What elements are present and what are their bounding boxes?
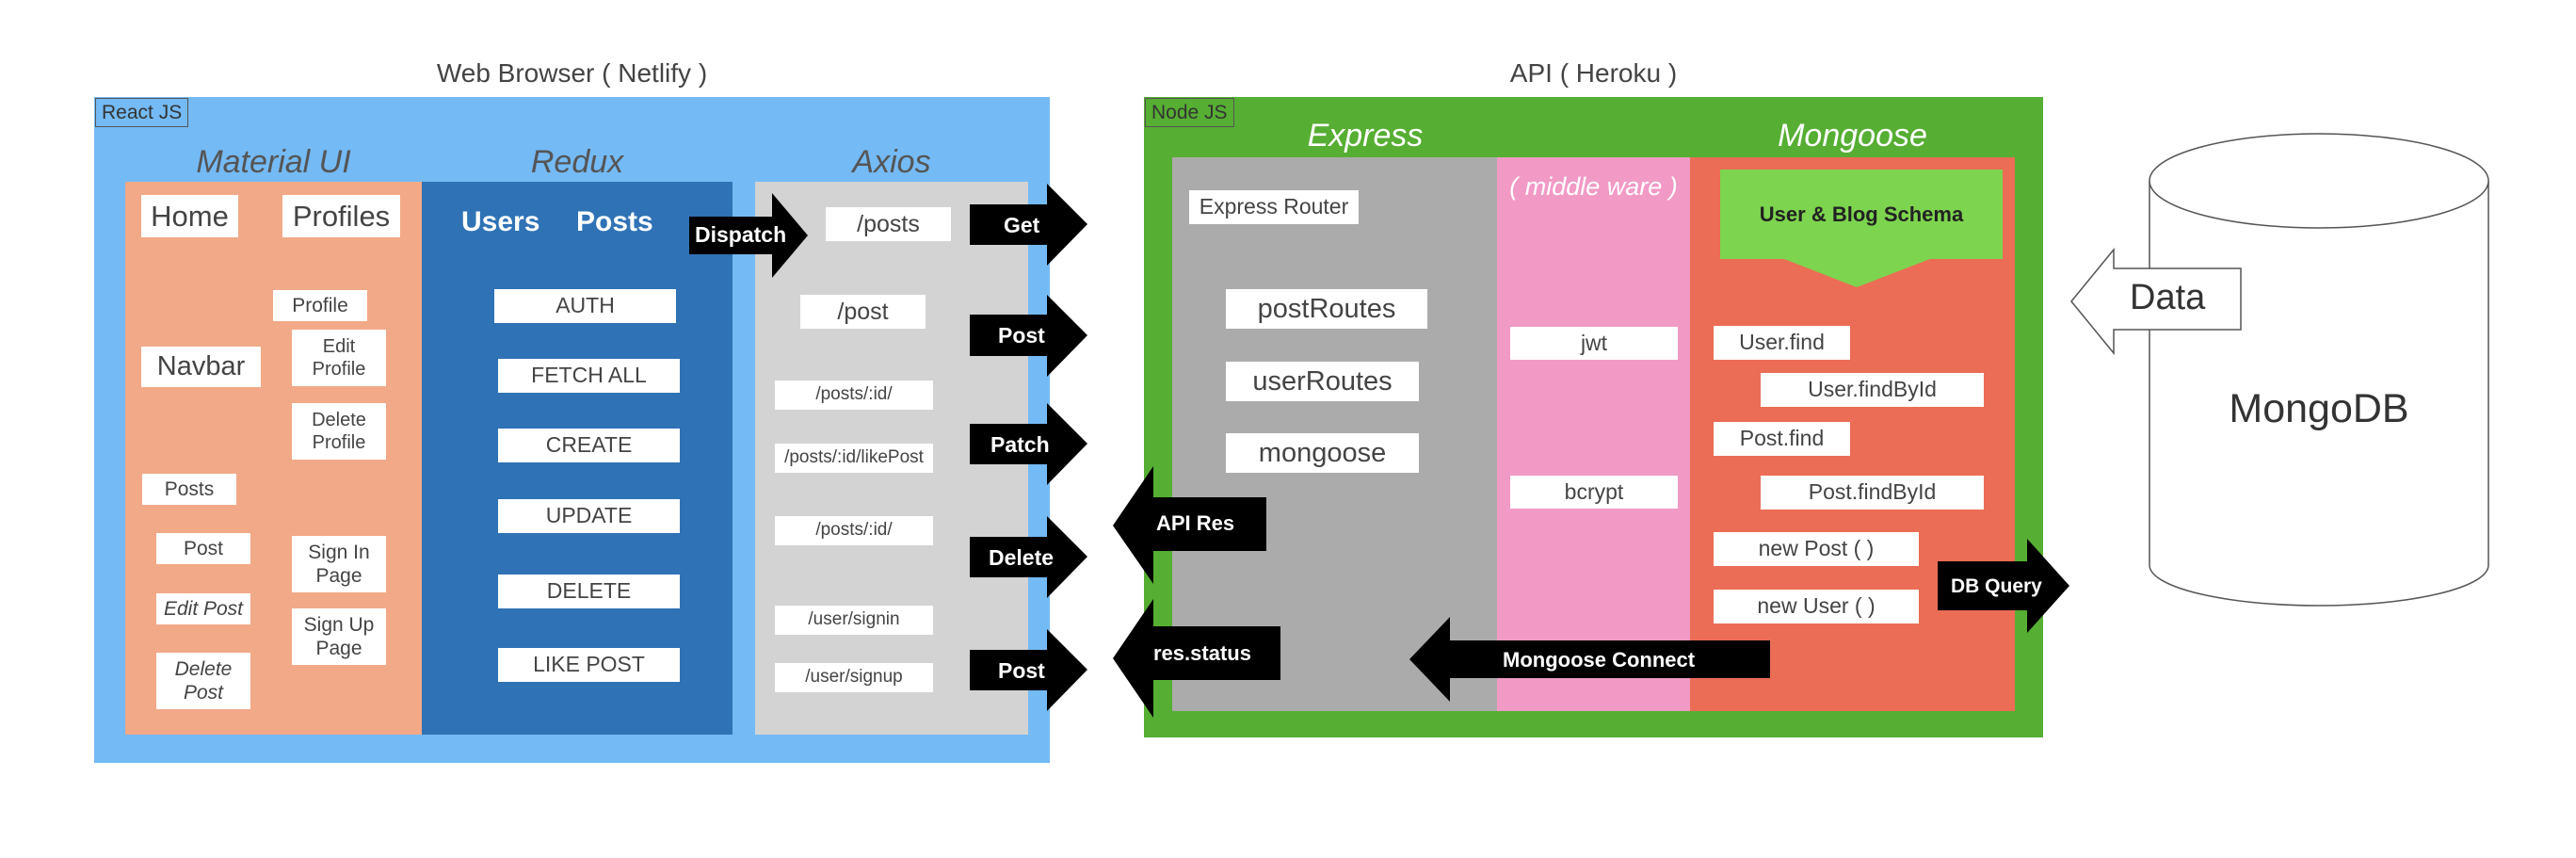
sign-up-page-box: Sign Up Page	[292, 608, 386, 665]
get-label: Get	[1004, 213, 1040, 237]
patch-arrow-icon	[970, 403, 1087, 485]
post-box: Post	[156, 533, 250, 564]
axios-route-posts-id-delete: /posts/:id/	[775, 516, 933, 545]
mongoose-connect-arrow-icon	[1409, 617, 1770, 702]
redux-action-create: CREATE	[498, 429, 680, 462]
post-label: Post	[998, 323, 1045, 348]
delete-post-box: Delete Post	[156, 653, 250, 709]
profile-box: Profile	[273, 290, 367, 321]
new-user-box: new User ( )	[1714, 590, 1919, 623]
user-routes-box: userRoutes	[1226, 362, 1419, 401]
redux-posts-label: Posts	[576, 206, 653, 237]
redux-action-update: UPDATE	[498, 499, 680, 533]
axios-route-signup: /user/signup	[775, 663, 933, 692]
edit-profile-box: Edit Profile	[292, 330, 386, 386]
post-routes-box: postRoutes	[1226, 289, 1427, 329]
redux-action-fetch-all: FETCH ALL	[498, 359, 680, 393]
navbar-box: Navbar	[141, 347, 261, 387]
react-js-tag: React JS	[95, 98, 189, 127]
schema-box: User & Blog Schema	[1720, 170, 2003, 259]
data-label: Data	[2130, 278, 2206, 317]
posts-box: Posts	[142, 474, 236, 505]
patch-label: Patch	[990, 432, 1050, 457]
api-res-label: API Res	[1156, 511, 1235, 535]
sign-in-page-box: Sign In Page	[292, 536, 386, 592]
material-ui-heading: Material UI	[196, 144, 351, 180]
redux-users-label: Users	[461, 206, 540, 237]
home-box: Home	[141, 195, 238, 237]
mongoose-route-box: mongoose	[1226, 433, 1419, 473]
axios-heading: Axios	[852, 144, 931, 180]
jwt-box: jwt	[1510, 327, 1678, 360]
api-res-arrow-icon	[1113, 466, 1266, 584]
express-router-box: Express Router	[1189, 190, 1359, 224]
mongodb-label: MongoDB	[2229, 386, 2409, 431]
axios-route-like-post: /posts/:id/likePost	[775, 444, 933, 473]
axios-route-posts: /posts	[826, 207, 951, 241]
edit-post-box: Edit Post	[156, 593, 250, 624]
redux-action-delete: DELETE	[498, 575, 680, 608]
delete-label: Delete	[989, 545, 1055, 570]
axios-route-signin: /user/signin	[775, 606, 933, 635]
get-arrow-icon	[970, 184, 1087, 266]
mongoose-connect-label: Mongoose Connect	[1503, 648, 1696, 672]
middleware-heading: ( middle ware )	[1509, 172, 1678, 201]
post-find-by-id-box: Post.findById	[1761, 476, 1984, 510]
redux-action-like-post: LIKE POST	[498, 648, 680, 682]
post2-label: Post	[998, 658, 1045, 683]
redux-heading: Redux	[530, 144, 624, 180]
axios-route-post: /post	[800, 295, 926, 329]
middleware-column	[1497, 157, 1690, 711]
node-js-tag: Node JS	[1145, 98, 1234, 127]
dispatch-arrow-icon	[689, 193, 808, 278]
axios-route-posts-id-patch: /posts/:id/	[775, 380, 933, 410]
post2-arrow-icon	[970, 629, 1087, 711]
post-arrow-icon	[970, 295, 1087, 377]
bcrypt-box: bcrypt	[1510, 476, 1678, 509]
delete-arrow-icon	[970, 516, 1087, 598]
res-status-arrow-icon	[1113, 599, 1280, 718]
express-heading: Express	[1307, 118, 1424, 154]
web-browser-title: Web Browser ( Netlify )	[436, 58, 708, 88]
profiles-box: Profiles	[282, 195, 400, 237]
res-status-label: res.status	[1153, 641, 1251, 665]
db-query-arrow-icon	[1938, 539, 2069, 633]
mongoose-heading: Mongoose	[1778, 118, 1927, 154]
delete-profile-box: Delete Profile	[292, 403, 386, 460]
data-arrow-icon	[2070, 247, 2242, 356]
post-find-box: Post.find	[1714, 422, 1850, 456]
user-find-by-id-box: User.findById	[1761, 373, 1984, 407]
new-post-box: new Post ( )	[1714, 532, 1919, 566]
dispatch-label: Dispatch	[695, 222, 787, 247]
db-query-label: DB Query	[1951, 575, 2042, 597]
api-title: API ( Heroku )	[1509, 58, 1678, 88]
user-find-box: User.find	[1714, 326, 1850, 360]
redux-action-auth: AUTH	[494, 289, 676, 323]
